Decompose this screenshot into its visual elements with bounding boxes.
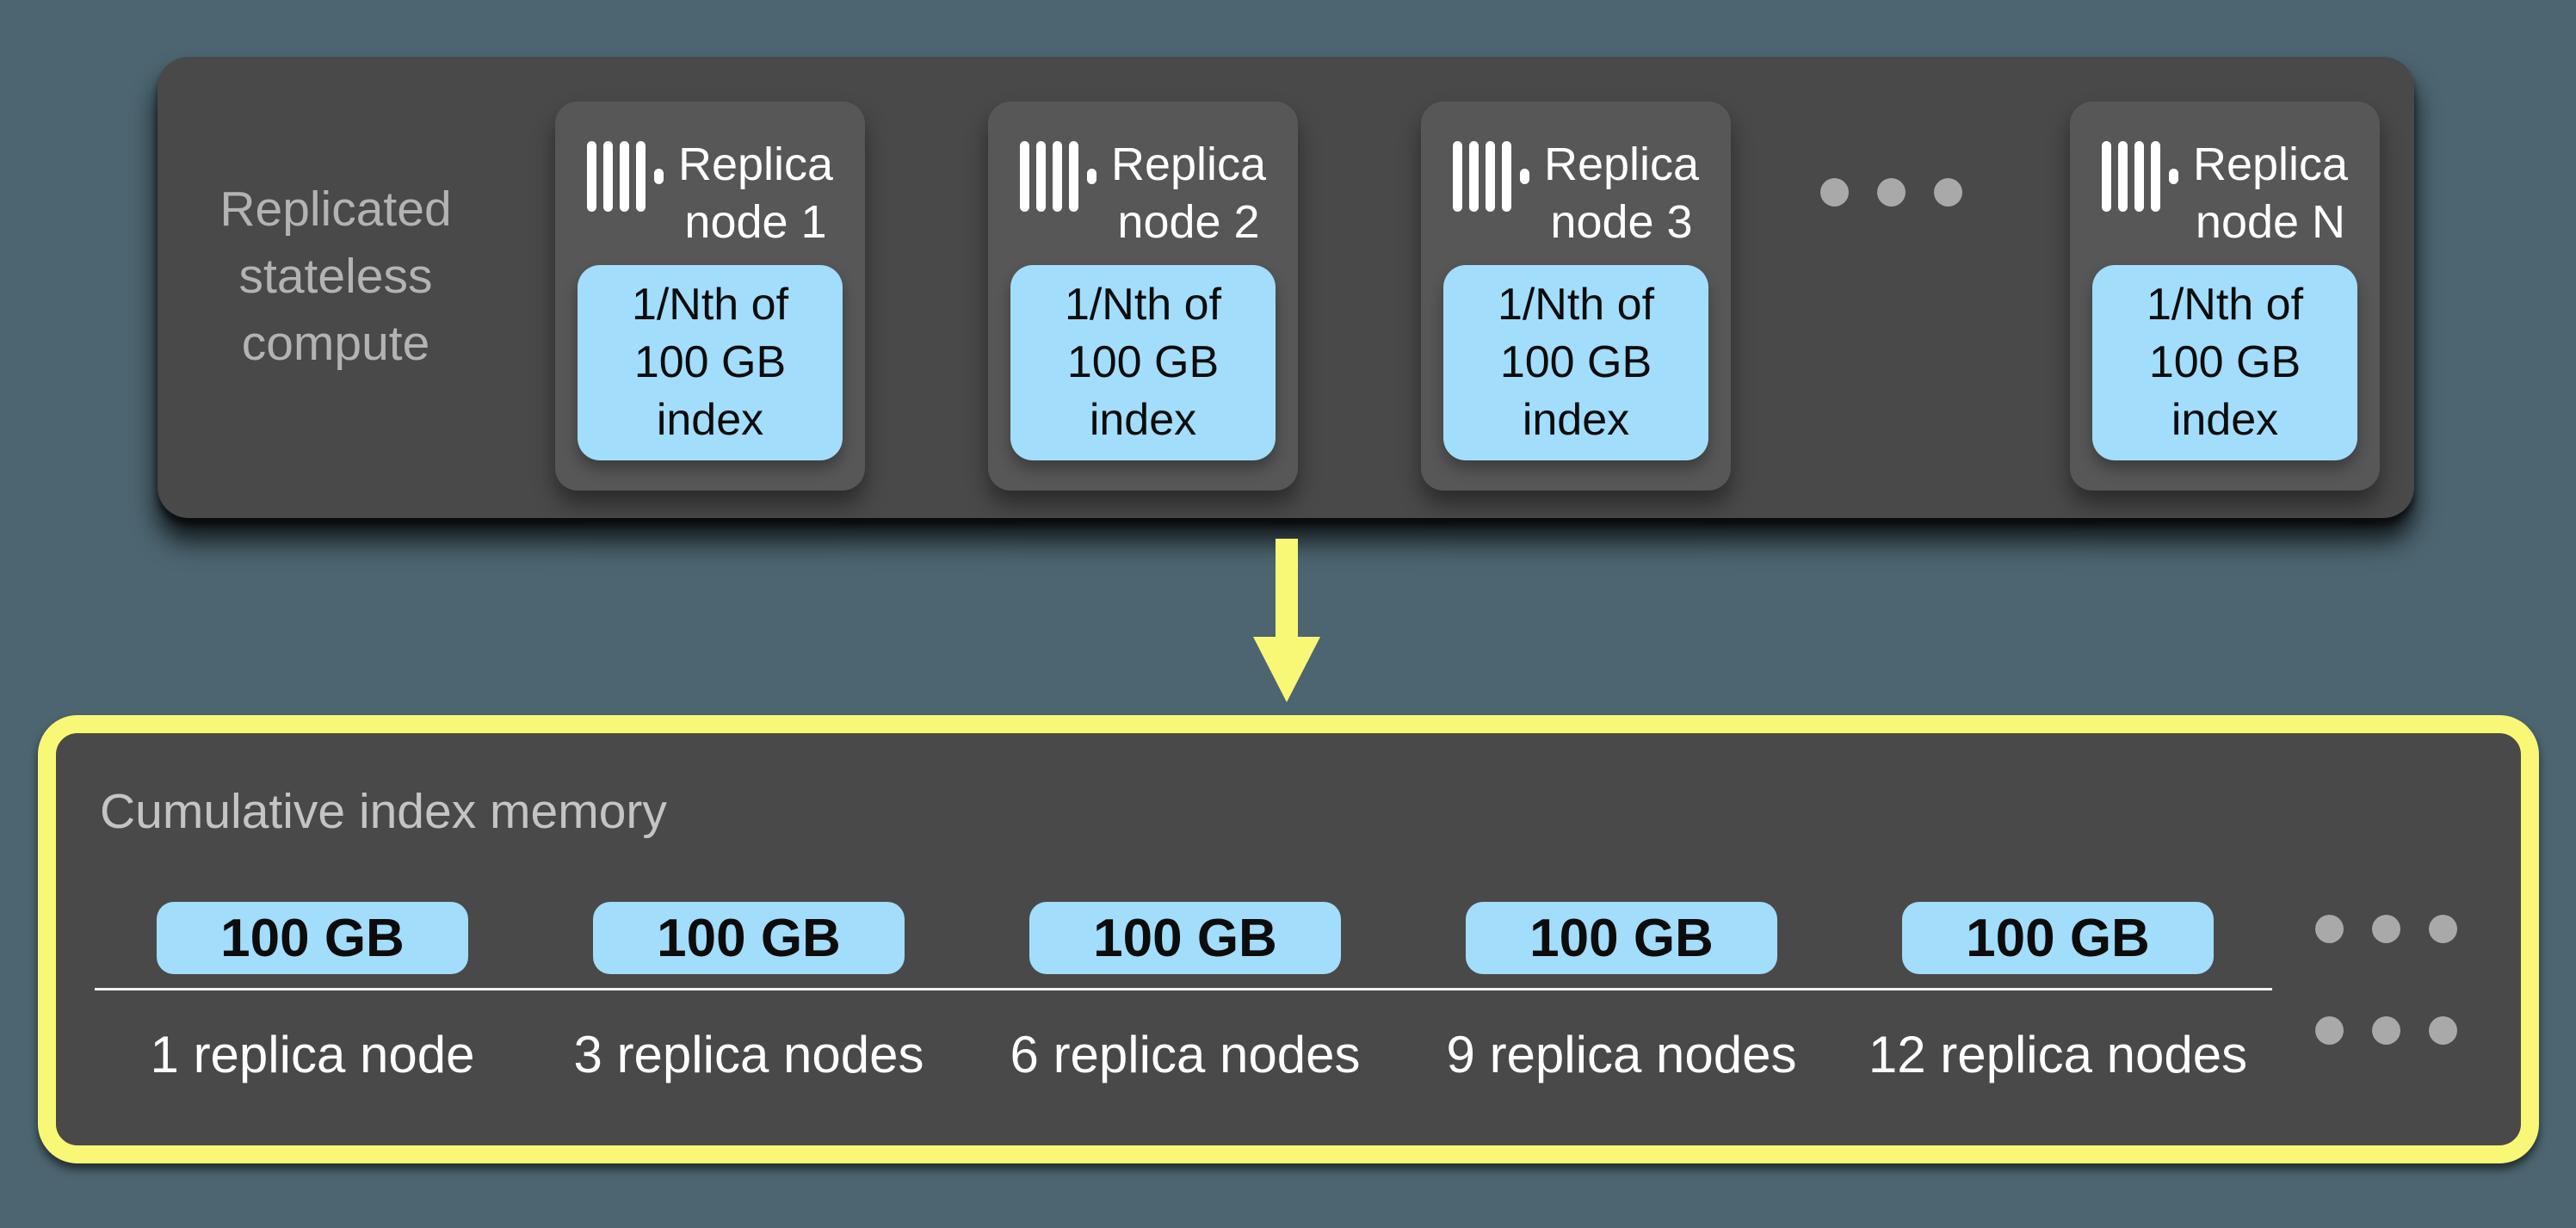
memory-label: 12 replica nodes	[1868, 1026, 2248, 1083]
dot	[2429, 915, 2457, 943]
memory-label: 1 replica node	[150, 1026, 475, 1083]
replica-node-card-1: Replica node 1 1/Nth of 100 GB index	[555, 102, 865, 491]
down-arrow-icon	[1253, 539, 1320, 704]
dot	[1820, 178, 1849, 207]
replicated-compute-label: Replicated stateless compute	[219, 182, 452, 371]
replica-node-title: Replica node N	[2192, 139, 2349, 248]
memory-label: 9 replica nodes	[1446, 1026, 1797, 1083]
replica-node-card-2: Replica node 2 1/Nth of 100 GB index	[988, 102, 1298, 491]
memory-badge: 100 GB	[157, 902, 468, 974]
index-share-badge: 1/Nth of 100 GB index	[2092, 265, 2357, 460]
cumulative-memory-panel: Cumulative index memory 100 GB 100 GB 10…	[38, 715, 2539, 1163]
replica-node-header: Replica node 1	[555, 102, 865, 251]
dot	[1934, 178, 1962, 207]
replicated-compute-panel: Replicated stateless compute Replica nod…	[158, 57, 2414, 518]
dot	[2429, 1016, 2457, 1045]
memory-baseline	[95, 988, 2272, 990]
replica-node-card-3: Replica node 3 1/Nth of 100 GB index	[1421, 102, 1731, 491]
replica-node-header: Replica node 2	[988, 102, 1298, 251]
arrow-stem	[1276, 539, 1298, 640]
more-labels-ellipsis-icon	[2315, 1016, 2457, 1045]
dot	[1877, 178, 1906, 207]
dot	[2315, 1016, 2344, 1045]
index-share-badge: 1/Nth of 100 GB index	[1010, 265, 1276, 460]
replica-node-card-n: Replica node N 1/Nth of 100 GB index	[2070, 102, 2380, 491]
dot	[2372, 1016, 2400, 1045]
more-nodes-ellipsis-icon	[1820, 178, 1962, 207]
replica-node-title: Replica node 1	[677, 139, 834, 248]
dot	[2315, 915, 2344, 943]
memory-label: 6 replica nodes	[1010, 1026, 1361, 1083]
replica-node-title: Replica node 3	[1543, 139, 1700, 248]
replica-node-header: Replica node N	[2070, 102, 2380, 251]
index-share-badge: 1/Nth of 100 GB index	[1443, 265, 1708, 460]
memory-badge: 100 GB	[593, 902, 905, 974]
memory-badge: 100 GB	[1902, 902, 2214, 974]
vertical-bars-logo-icon	[2101, 141, 2181, 212]
more-memory-ellipsis-icon	[2315, 915, 2457, 943]
vertical-bars-logo-icon	[1452, 141, 1532, 212]
vertical-bars-logo-icon	[586, 141, 666, 212]
replica-node-header: Replica node 3	[1421, 102, 1731, 251]
memory-badge: 100 GB	[1466, 902, 1777, 974]
memory-badge: 100 GB	[1029, 902, 1341, 974]
vertical-bars-logo-icon	[1019, 141, 1099, 212]
cumulative-memory-title: Cumulative index memory	[100, 784, 667, 839]
replica-node-title: Replica node 2	[1110, 139, 1267, 248]
dot	[2372, 915, 2400, 943]
memory-label: 3 replica nodes	[573, 1026, 924, 1083]
index-share-badge: 1/Nth of 100 GB index	[578, 265, 843, 460]
arrow-head	[1253, 637, 1320, 702]
